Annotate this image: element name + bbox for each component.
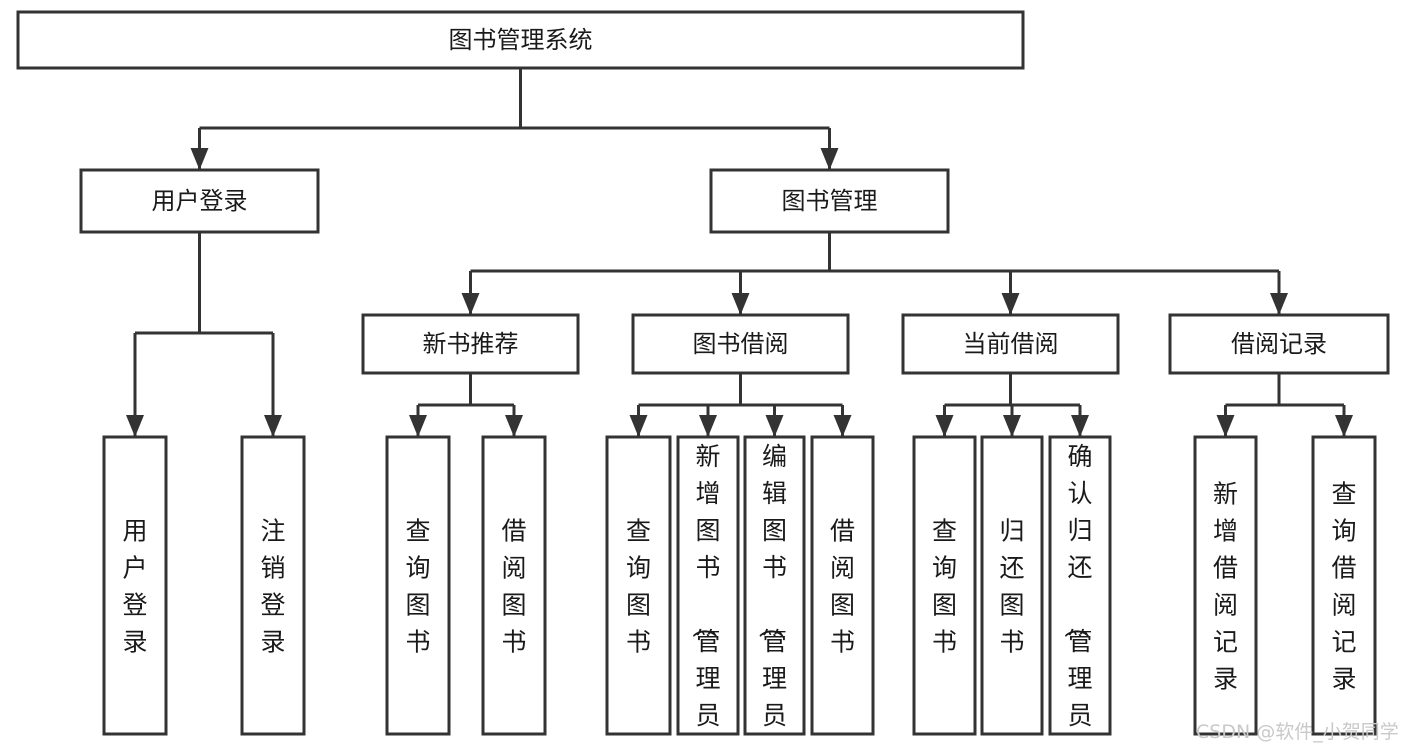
node-label-leaf-user-logout: 注销登录	[260, 517, 285, 657]
connector-book_borrow-arrow-3	[833, 415, 852, 437]
node-label-leaf-query-book-3: 查询图书	[932, 517, 957, 657]
node-label-leaf-confirm-return: 确认归还（管理员）	[1061, 442, 1092, 747]
node-label-leaf-query-book-1: 查询图书	[405, 517, 430, 657]
node-label-new-book-recommend: 新书推荐	[423, 330, 519, 358]
connector-current_borrow-arrow-0	[935, 415, 954, 437]
connector-root-arrow-1	[820, 148, 839, 170]
node-label-root: 图书管理系统	[449, 26, 593, 54]
node-label-leaf-borrow-book-1: 借阅图书	[501, 517, 526, 657]
node-label-leaf-query-record: 查询借阅记录	[1331, 480, 1356, 694]
connector-book-management-arrow-3	[1270, 293, 1288, 315]
connector-new_book_recommend-arrow-0	[409, 415, 427, 437]
node-label-leaf-user-login: 用户登录	[122, 517, 147, 657]
node-box-leaf-borrow-book-2[interactable]	[810, 435, 875, 736]
node-label-borrow-record: 借阅记录	[1231, 330, 1327, 358]
node-box-leaf-return-book[interactable]	[980, 435, 1044, 736]
connector-book-management-arrow-1	[731, 293, 750, 315]
node-box-leaf-query-record[interactable]	[1311, 435, 1377, 736]
node-box-leaf-query-book-3[interactable]	[912, 435, 977, 736]
connector-user_login-arrow-0	[126, 415, 144, 437]
node-box-borrow-record[interactable]	[1168, 313, 1390, 375]
connector-current_borrow-arrow-1	[1003, 415, 1021, 437]
node-label-leaf-borrow-book-2: 借阅图书	[830, 517, 855, 657]
node-label-leaf-edit-book: 编辑图书（管理员）	[756, 442, 787, 747]
connector-borrow_record-arrow-1	[1335, 415, 1353, 437]
node-label-leaf-add-record: 新增借阅记录	[1213, 480, 1238, 694]
node-label-leaf-query-book-2: 查询图书	[626, 517, 651, 657]
node-box-leaf-user-login[interactable]	[102, 435, 168, 736]
connector-book-management-arrow-2	[1001, 293, 1020, 315]
node-box-leaf-add-record[interactable]	[1193, 435, 1258, 736]
node-label-current-borrow: 当前借阅	[963, 330, 1059, 358]
node-box-leaf-confirm-return[interactable]	[1048, 435, 1112, 736]
node-box-leaf-borrow-book-1[interactable]	[481, 435, 547, 736]
node-label-leaf-add-book: 新增图书（管理员）	[689, 442, 720, 747]
node-box-leaf-query-book-2[interactable]	[605, 435, 672, 736]
node-box-leaf-query-book-1[interactable]	[385, 435, 451, 736]
node-label-book-management: 图书管理	[782, 187, 878, 215]
connector-root-arrow-0	[190, 148, 209, 170]
connector-book_borrow-arrow-1	[699, 415, 717, 437]
node-label-user-login: 用户登录	[152, 187, 248, 215]
connector-borrow_record-arrow-0	[1216, 415, 1235, 437]
node-box-book-borrow[interactable]	[631, 313, 850, 375]
csdn-watermark: CSDN @软件_小贺同学	[1196, 721, 1399, 743]
connector-new_book_recommend-arrow-1	[505, 415, 523, 437]
connector-user_login-arrow-1	[264, 415, 282, 437]
node-box-leaf-add-book[interactable]	[676, 435, 740, 736]
connector-book_borrow-arrow-0	[629, 415, 648, 437]
connector-book_borrow-arrow-2	[765, 415, 784, 437]
node-label-book-borrow: 图书借阅	[693, 330, 789, 358]
node-label-leaf-return-book: 归还图书	[999, 517, 1024, 657]
node-box-root[interactable]	[16, 10, 1025, 70]
connector-current_borrow-arrow-2	[1071, 415, 1089, 437]
node-box-leaf-user-logout[interactable]	[240, 435, 306, 736]
connector-book-management-arrow-0	[461, 293, 480, 315]
node-box-user-login[interactable]	[79, 168, 320, 234]
